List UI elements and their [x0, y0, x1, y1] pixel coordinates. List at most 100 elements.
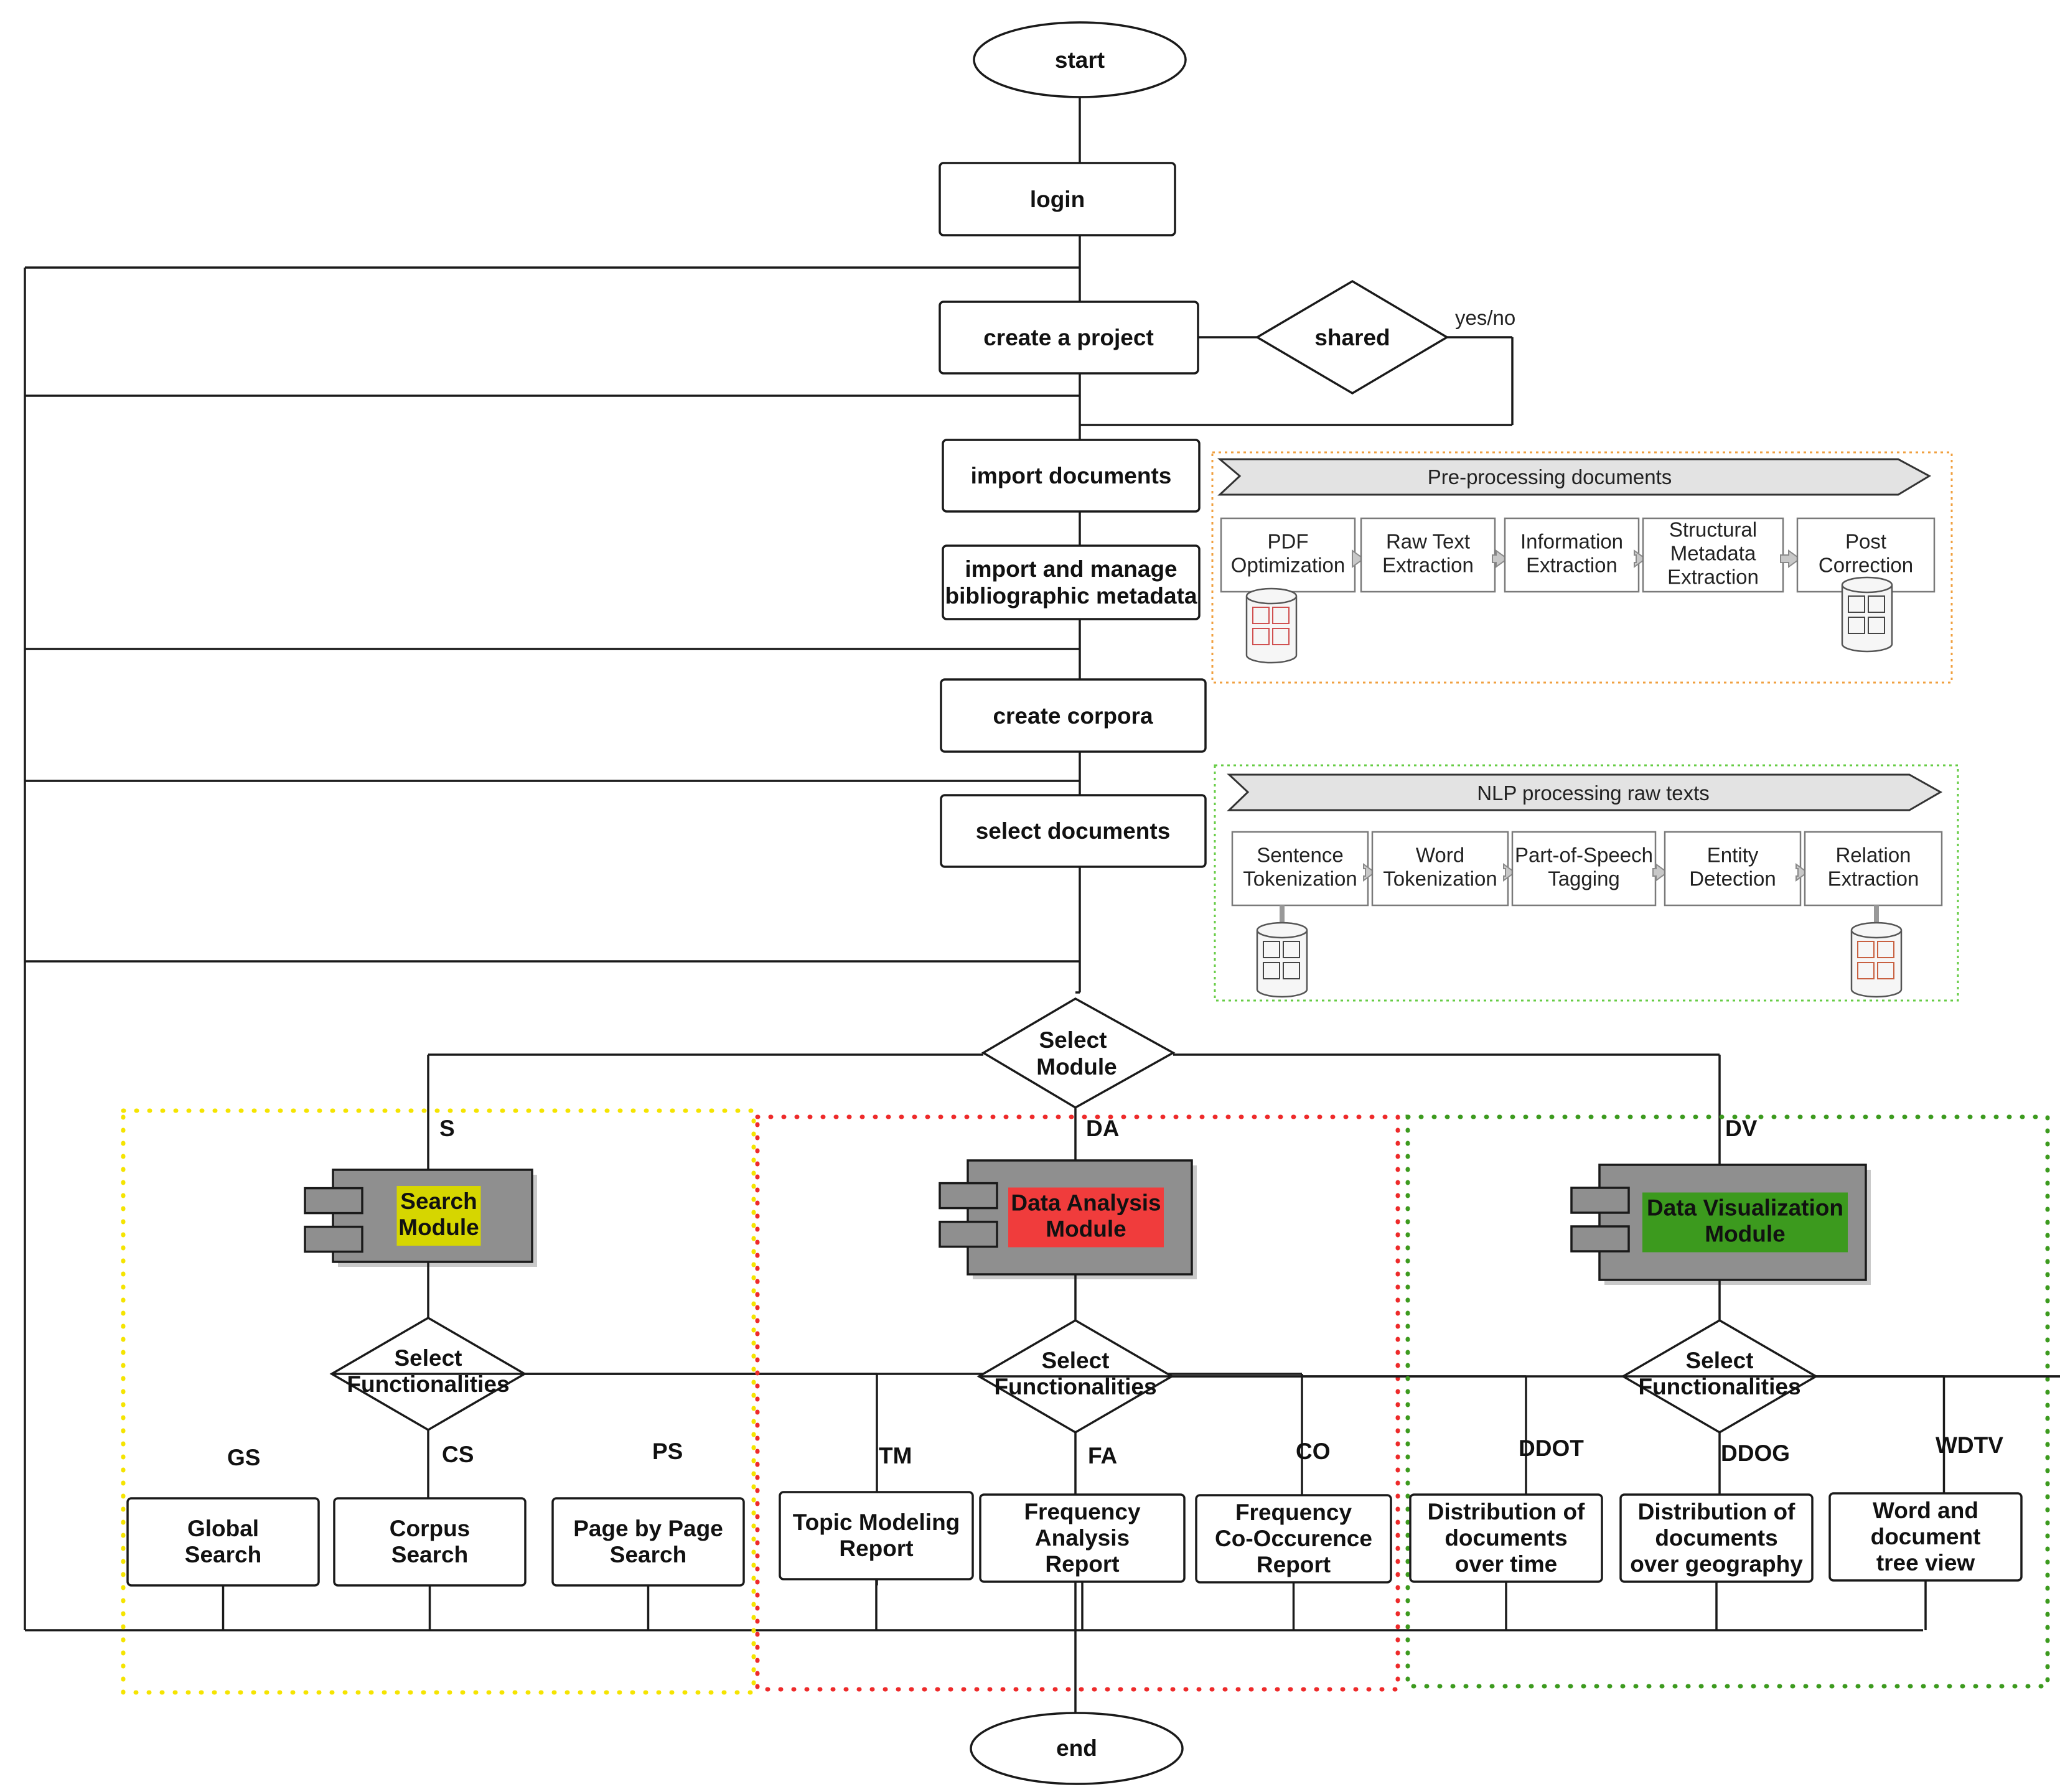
function-code: DDOG: [1721, 1440, 1790, 1466]
function-code: CS: [442, 1442, 474, 1467]
module-branch-lines: [427, 1053, 1721, 1170]
flow-arrow-icon: [1780, 549, 1801, 568]
step-2-label-line-1: Word: [1416, 844, 1464, 867]
select-module-label-2: Module: [1036, 1054, 1117, 1080]
function-label-line-2: Search: [185, 1542, 261, 1567]
create-project-node: create a project: [939, 301, 1199, 375]
step-5-label-line-1: Relation: [1835, 844, 1911, 867]
step-3-label-line-1: Information: [1520, 530, 1623, 553]
end-label: end: [1056, 1735, 1097, 1761]
function-label-line-1: Distribution of: [1638, 1499, 1795, 1524]
step-3-label-line-2: Extraction: [1526, 554, 1618, 577]
start-node: start: [973, 21, 1187, 98]
step-3-label-line-2: Tagging: [1548, 867, 1620, 890]
create-project-label: create a project: [983, 325, 1154, 350]
step-1-label-line-1: Sentence: [1257, 844, 1343, 867]
function-code: WDTV: [1936, 1432, 2003, 1458]
flow-arrow-icon: [1634, 549, 1647, 568]
function-label-line-3: over geography: [1630, 1551, 1803, 1577]
flow-arrow-icon: [1352, 549, 1365, 568]
function-label-line-1: Global: [187, 1516, 259, 1541]
step-3-label-line-1: Part-of-Speech: [1515, 844, 1653, 867]
function-label-line-2: Search: [391, 1542, 468, 1567]
function-label-line-1: Distribution of: [1428, 1499, 1585, 1524]
function-label-line-3: Report: [1257, 1552, 1331, 1577]
function-label-line-1: Frequency: [1024, 1499, 1141, 1524]
function-code: FA: [1088, 1443, 1117, 1468]
flow-arrow-icon: [1363, 863, 1376, 882]
function-label-line-3: Report: [1045, 1551, 1119, 1577]
preprocessing-panel: Pre-processing documents PDFOptimization…: [1211, 451, 1953, 684]
flow-arrow-icon: [1503, 863, 1516, 882]
database-icon: [1850, 922, 1903, 998]
preprocessing-title: Pre-processing documents: [1428, 465, 1672, 488]
function-label-line-1: Corpus: [390, 1516, 471, 1541]
module-code: S: [439, 1116, 455, 1141]
step-5-label-line-2: Extraction: [1828, 867, 1919, 890]
end-node: end: [970, 1712, 1184, 1785]
start-label: start: [1055, 47, 1105, 73]
function-code: GS: [227, 1445, 260, 1470]
module-section-1: SSearchModuleSelectFunctionalitiesGlobal…: [121, 1108, 1303, 1695]
function-label-line-1: Word and: [1873, 1498, 1978, 1523]
function-label-line-2: Report: [839, 1536, 913, 1561]
module-name-line-2: Module: [398, 1215, 479, 1240]
module-region-border: [121, 1108, 756, 1695]
module-name-line-2: Module: [1046, 1216, 1126, 1241]
module-name-line-1: Data Analysis: [1011, 1190, 1161, 1215]
module-name-line-1: Search: [400, 1188, 477, 1214]
login-node: login: [939, 162, 1176, 236]
component-port-icon: [1570, 1225, 1630, 1253]
module-code: DA: [1086, 1116, 1119, 1141]
module-name-highlight: [396, 1186, 481, 1246]
shared-decision: shared yes/no: [1255, 279, 1515, 395]
function-label-line-2: Analysis: [1035, 1525, 1130, 1551]
module-name-line-1: Data Visualization: [1647, 1195, 1843, 1220]
database-icon: [1256, 922, 1308, 998]
create-corpora-label: create corpora: [993, 703, 1153, 729]
select-module-label-1: Select: [1039, 1027, 1107, 1053]
function-code: CO: [1296, 1439, 1331, 1464]
loop-lines: [24, 266, 1923, 1631]
database-icon: [1841, 576, 1893, 653]
database-icon: [1245, 587, 1298, 664]
step-4-label-line-2: Detection: [1689, 867, 1776, 890]
module-name-highlight: [1642, 1192, 1848, 1253]
import-metadata-label-1: import and manage: [965, 556, 1177, 582]
function-label-line-2: Search: [610, 1542, 686, 1567]
step-4-label-line-1: Entity: [1707, 844, 1759, 867]
step-1-label-line-1: PDF: [1268, 530, 1309, 553]
select-functionalities-line-2: Functionalities: [1638, 1374, 1800, 1399]
create-corpora-node: create corpora: [940, 678, 1207, 753]
function-label-line-1: Page by Page: [573, 1516, 723, 1541]
function-code: TM: [879, 1443, 912, 1468]
module-region-border: [1405, 1114, 2050, 1689]
step-4-label-line-1: Structural: [1669, 518, 1757, 541]
component-port-icon: [1570, 1187, 1630, 1214]
function-code: DDOT: [1519, 1435, 1584, 1461]
flow-arrow-icon: [1652, 863, 1669, 882]
step-1-label-line-2: Tokenization: [1243, 867, 1357, 890]
step-4-label-line-2: Metadata: [1670, 542, 1756, 565]
function-label-line-1: Frequency: [1235, 1500, 1352, 1525]
function-code: PS: [652, 1439, 683, 1464]
function-label-line-2: documents: [1655, 1525, 1777, 1551]
step-4-label-line-3: Extraction: [1667, 566, 1759, 589]
nlp-title: NLP processing raw texts: [1477, 782, 1710, 805]
